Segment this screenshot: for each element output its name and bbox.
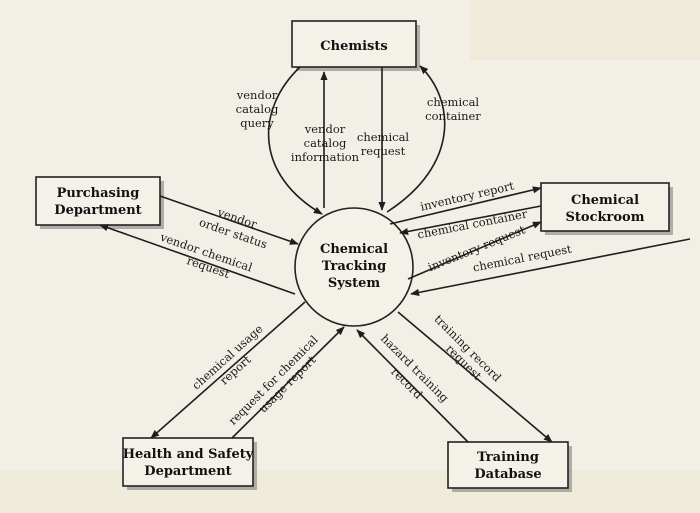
entity-health-label-2: Department <box>144 464 231 479</box>
svg-text:query: query <box>240 116 274 130</box>
entity-stockroom-label-1: Chemical <box>571 193 639 208</box>
svg-text:information: information <box>291 150 360 164</box>
svg-text:request: request <box>361 144 406 158</box>
flow-arrow-vendor-chemical-request <box>99 224 296 295</box>
flow-arrow-chemical-container-chemists <box>386 65 446 213</box>
entity-health-label-1: Health and Safety <box>123 447 254 462</box>
flow-arrow-request-for-chemical-usage-report <box>231 326 345 439</box>
svg-text:catalog: catalog <box>304 136 347 150</box>
entity-training-database: Training Database <box>447 441 572 492</box>
svg-text:chemical: chemical <box>357 130 410 144</box>
flow-arrow-training-record-request <box>397 311 553 443</box>
flow-arrow-inventory-request <box>407 221 542 280</box>
svg-text:container: container <box>425 109 481 123</box>
flow-arrow-inventory-report <box>389 186 542 225</box>
process-label-1: Chemical <box>320 242 388 257</box>
flow-label-inventory-report: inventory report <box>419 178 516 213</box>
flow-arrow-vendor-catalog-query <box>267 66 323 215</box>
entity-purchasing-department: Purchasing Department <box>35 176 164 229</box>
flow-label-hazard-training-record: hazard training record <box>378 331 452 405</box>
flow-label-chemical-container-chemists: chemical container <box>425 95 481 123</box>
page-band <box>0 470 700 513</box>
entity-stockroom-label-2: Stockroom <box>566 210 645 225</box>
svg-text:vendor: vendor <box>304 122 346 136</box>
flow-label-vendor-catalog-query: vendor catalog query <box>236 88 279 130</box>
flow-arrow-chemical-request-stockroom <box>410 238 691 296</box>
svg-text:vendor: vendor <box>236 88 278 102</box>
flow-label-chemical-request-chemists: chemical request <box>357 130 410 158</box>
process-label-2: Tracking <box>322 259 386 274</box>
process-label-3: System <box>328 276 381 291</box>
entity-chemists: Chemists <box>291 20 420 71</box>
entity-training-label-1: Training <box>477 450 539 465</box>
svg-text:catalog: catalog <box>236 102 279 116</box>
svg-text:chemical: chemical <box>427 95 480 109</box>
flow-arrow-chemical-container-stockroom <box>399 205 542 236</box>
entity-health-and-safety-department: Health and Safety Department <box>122 437 257 490</box>
flow-arrow-hazard-training-record <box>356 329 469 443</box>
entity-purchasing-label-2: Department <box>54 203 141 218</box>
flow-label-vendor-catalog-information: vendor catalog information <box>291 122 360 164</box>
entity-chemists-label: Chemists <box>320 39 387 54</box>
entity-chemical-stockroom: Chemical Stockroom <box>540 182 673 235</box>
flow-label-vendor-order-status: vendor order status <box>197 205 269 252</box>
process-chemical-tracking-system: Chemical Tracking System <box>294 207 414 327</box>
flow-label-training-record-request: training record request <box>432 312 505 385</box>
page-band <box>470 0 700 60</box>
entity-training-label-2: Database <box>474 467 541 482</box>
flow-arrow-vendor-order-status <box>159 195 299 245</box>
flow-label-chemical-usage-report: chemical usage report <box>189 322 266 393</box>
entity-purchasing-label-1: Purchasing <box>57 186 140 201</box>
flow-arrow-chemical-usage-report <box>150 301 306 439</box>
